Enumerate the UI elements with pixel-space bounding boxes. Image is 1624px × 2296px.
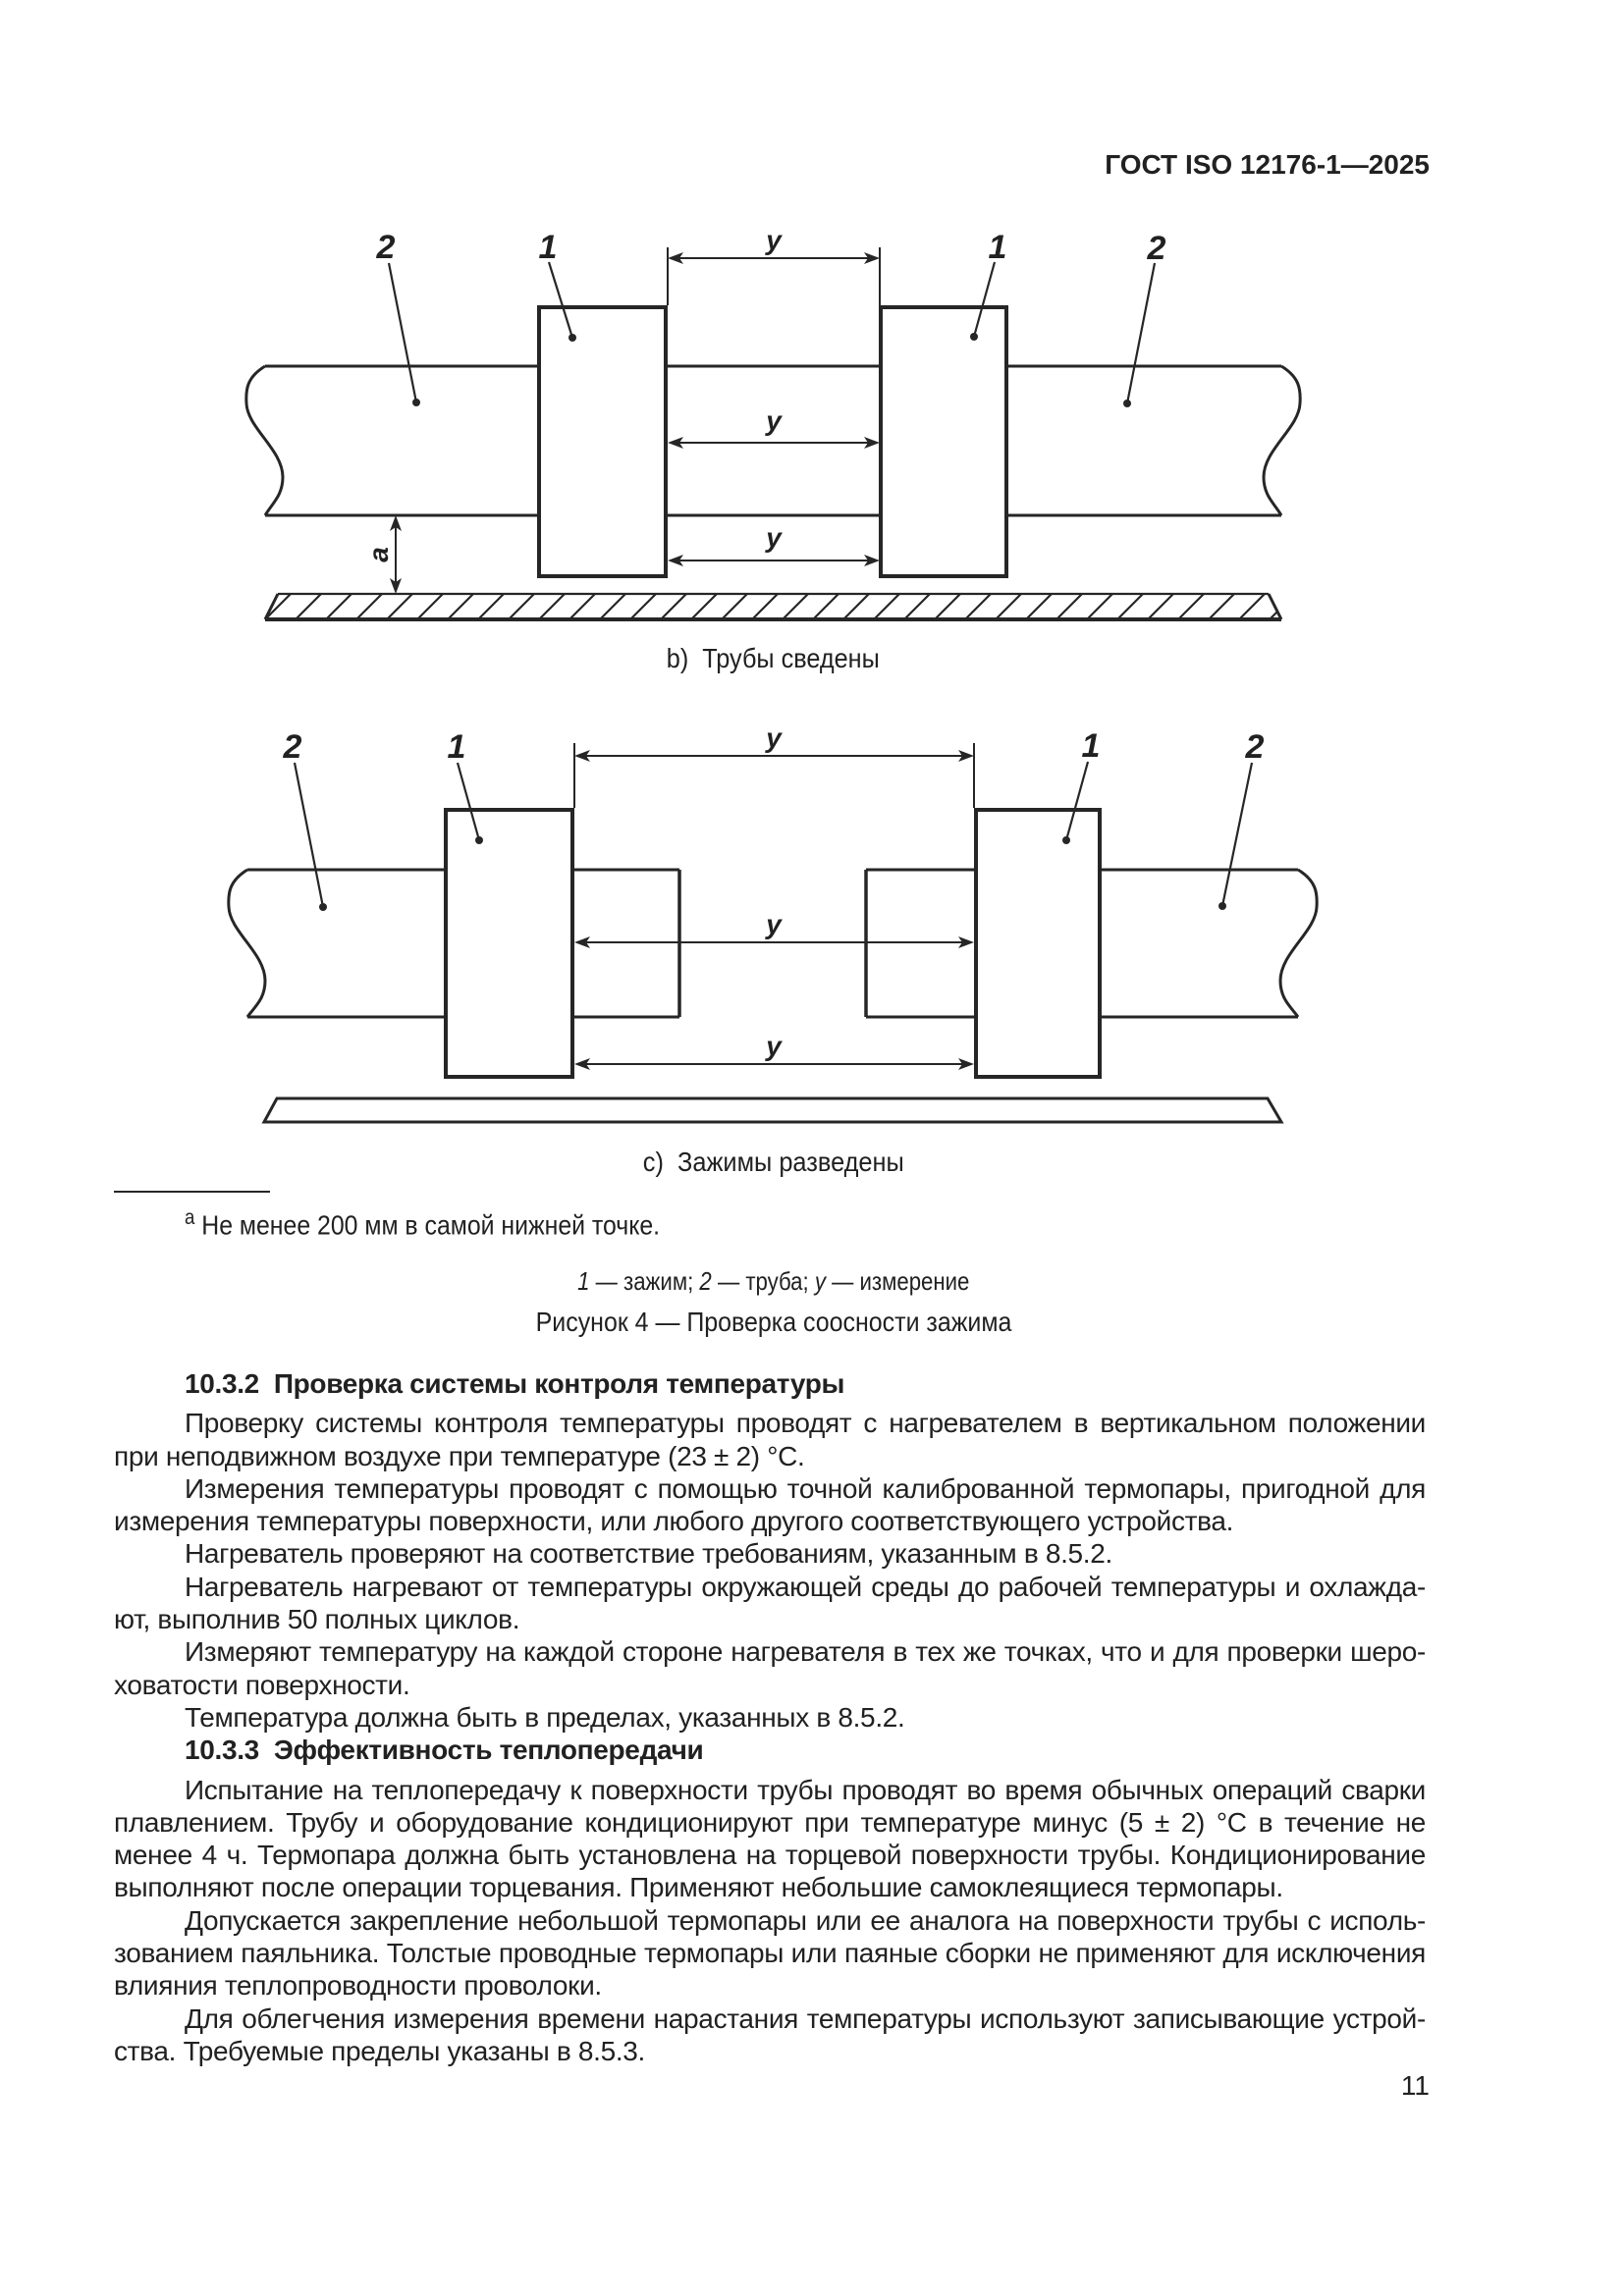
svg-text:1: 1 (448, 728, 466, 766)
svg-text:2: 2 (376, 229, 396, 266)
svg-text:у: у (764, 225, 783, 255)
svg-text:2: 2 (1245, 728, 1265, 766)
svg-text:у: у (764, 1031, 783, 1061)
svg-text:2: 2 (1147, 230, 1166, 267)
svg-text:1: 1 (1082, 727, 1101, 765)
svg-text:2: 2 (283, 728, 302, 766)
svg-text:1: 1 (539, 229, 558, 266)
svg-text:у: у (764, 522, 783, 553)
svg-text:a: a (363, 547, 394, 562)
svg-text:у: у (764, 722, 783, 753)
svg-text:у: у (764, 909, 783, 939)
svg-text:у: у (764, 405, 783, 436)
svg-text:1: 1 (989, 229, 1007, 266)
